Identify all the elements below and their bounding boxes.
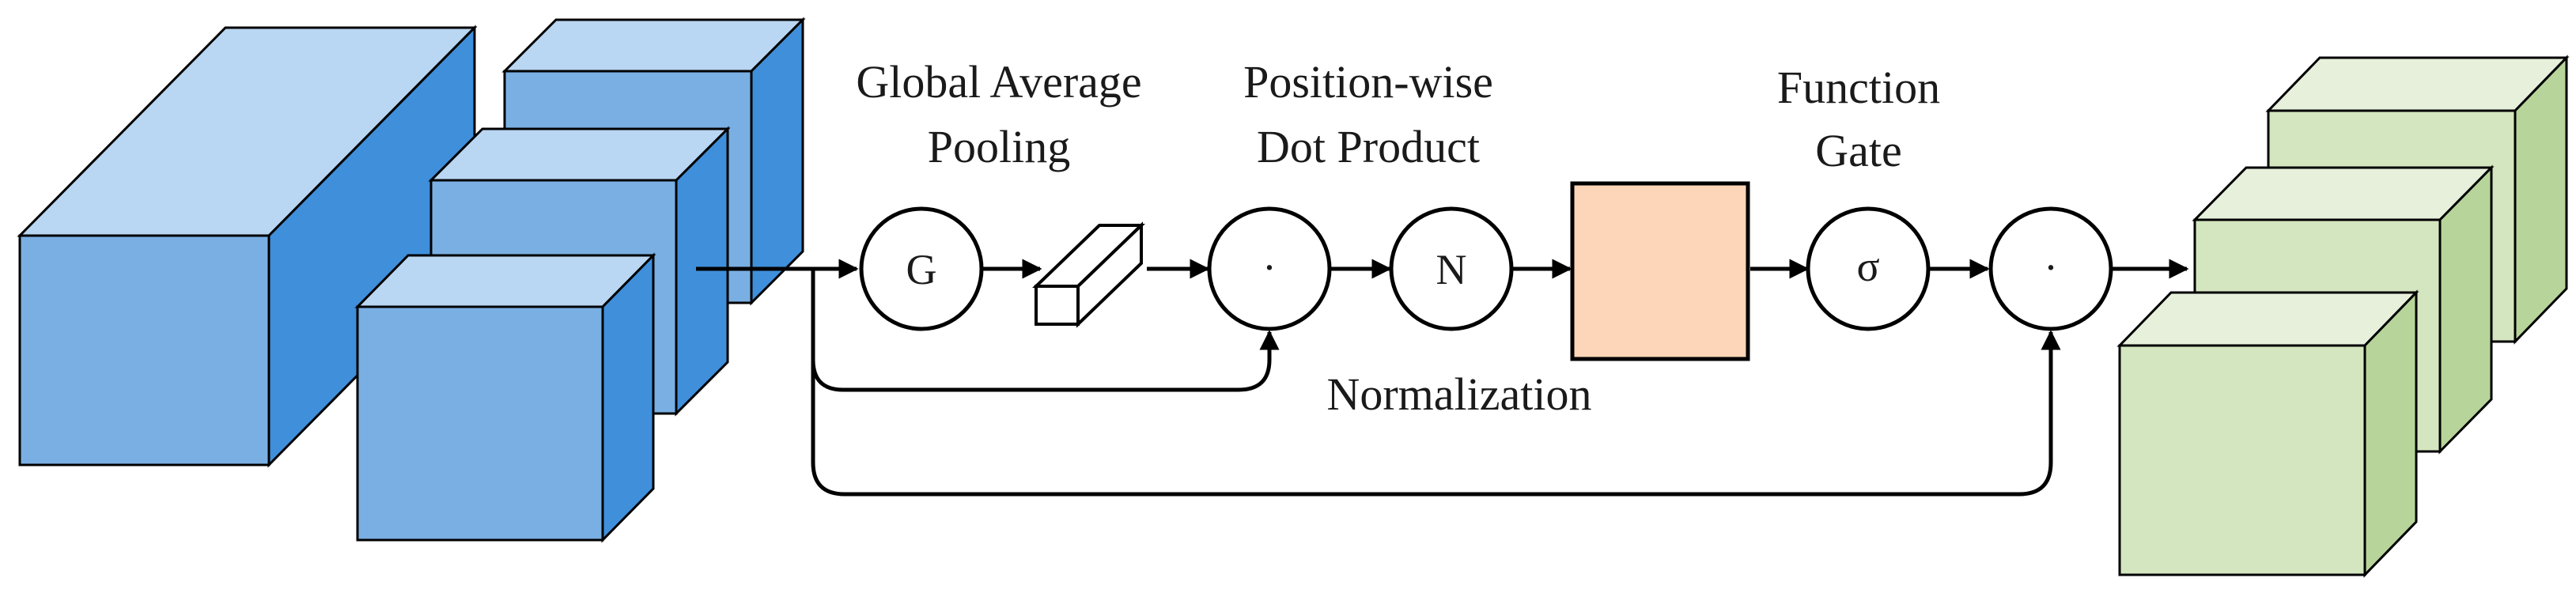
input-feature-maps — [17, 17, 806, 543]
output-cube-front — [2116, 289, 2419, 578]
sigma-node: σ — [1806, 206, 1931, 331]
gate-box — [1570, 181, 1750, 361]
dot2-operator-text: · — [2044, 244, 2058, 291]
pooled-vector — [1032, 221, 1145, 328]
input-cube-large — [17, 25, 478, 468]
function-gate-label-line2: Gate — [1815, 125, 1902, 176]
function-gate-label-line1: Function — [1777, 62, 1940, 113]
gap-node: G — [859, 206, 984, 331]
sigma-operator-text: σ — [1856, 243, 1879, 290]
pwdp-label-line1: Position-wise — [1243, 56, 1493, 108]
input-cube-front — [354, 252, 656, 543]
norm-operator-text: N — [1436, 246, 1467, 293]
dot-product-node-1: · — [1207, 206, 1332, 331]
output-feature-maps — [2116, 55, 2570, 578]
gap-label-line2: Pooling — [928, 121, 1071, 172]
gap-operator-text: G — [906, 246, 937, 293]
skip-connection-to-dot2 — [811, 330, 2061, 497]
pwdp-label-line2: Dot Product — [1257, 121, 1480, 172]
dot1-operator-text: · — [1262, 244, 1277, 291]
gap-label-line1: Global Average — [856, 56, 1141, 108]
dot-product-node-2: · — [1988, 206, 2113, 331]
normalization-label: Normalization — [1326, 368, 1591, 420]
normalization-node: N — [1389, 206, 1514, 331]
